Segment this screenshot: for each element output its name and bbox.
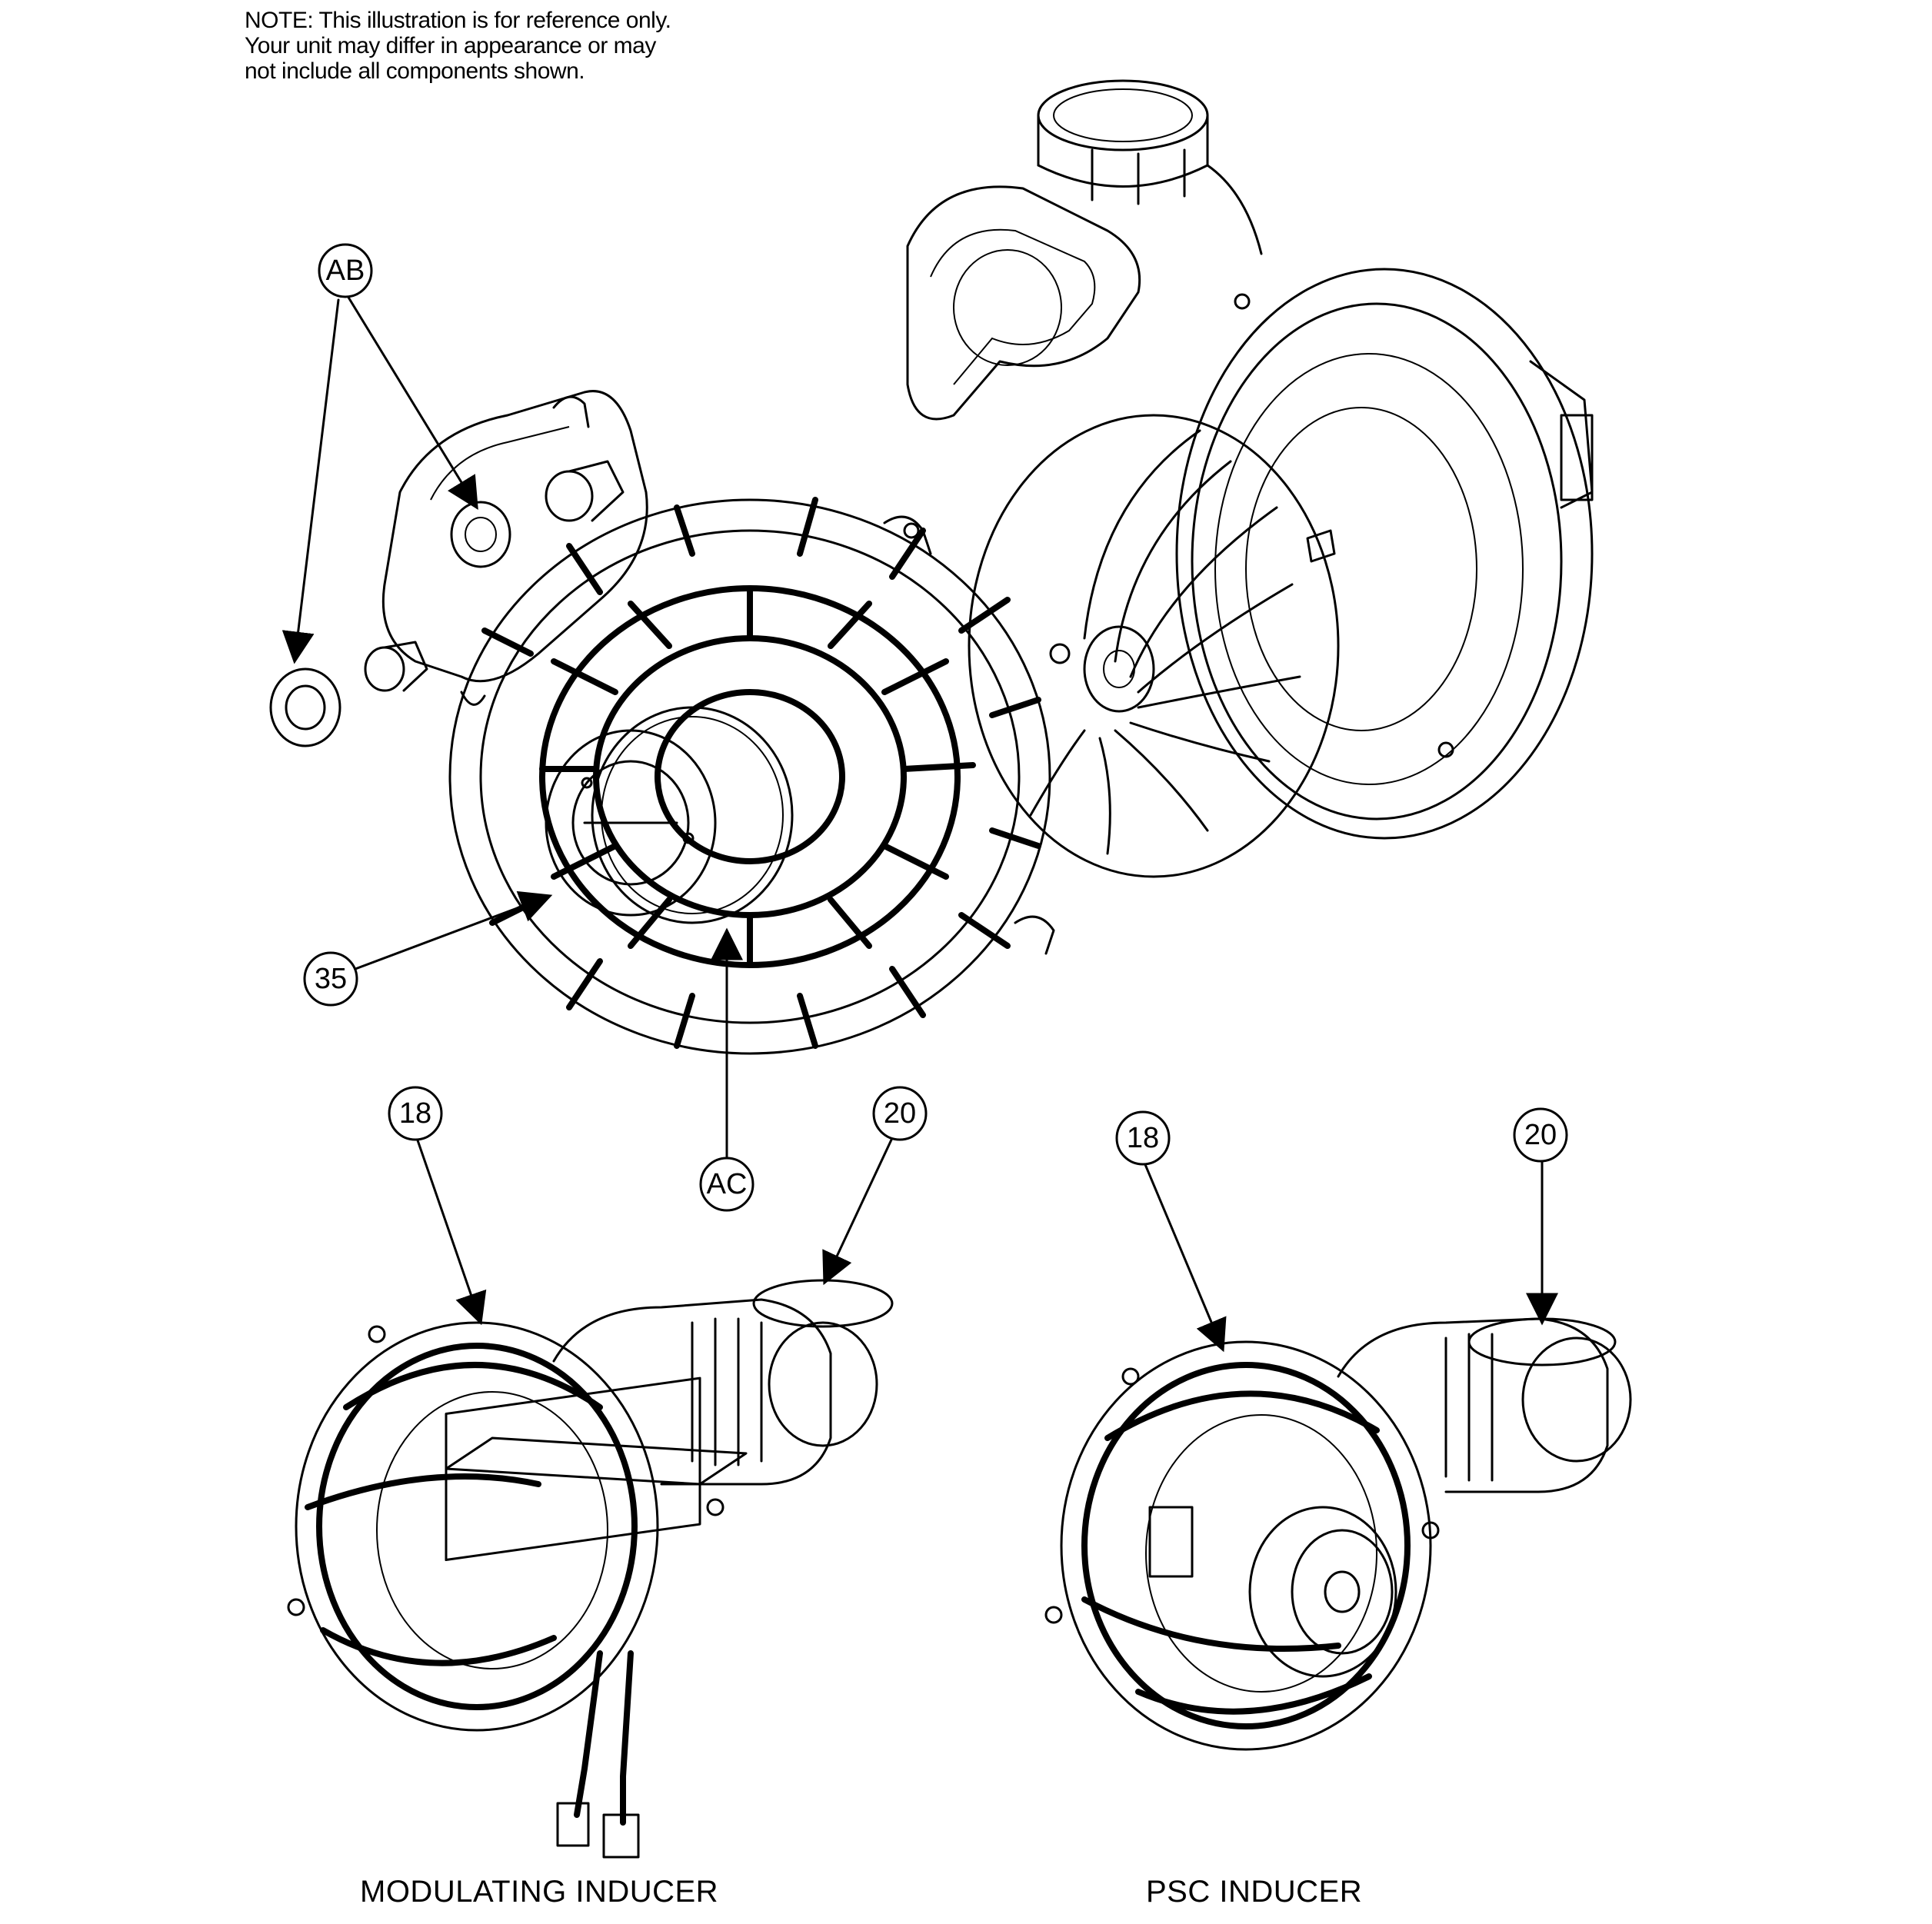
psc-inducer-drawing — [1044, 1317, 1632, 1751]
grommet — [269, 667, 341, 747]
exploded-inducer-assembly — [269, 79, 1594, 1055]
callout-psc-18: 18 — [1115, 1110, 1171, 1166]
mod-18-leader — [415, 1137, 487, 1326]
svg-text:18: 18 — [399, 1097, 431, 1130]
callout-35: 35 — [303, 951, 358, 1007]
svg-text:AB: AB — [326, 255, 365, 287]
callout-ab: AB — [318, 243, 373, 298]
mod-20-leader — [822, 1137, 894, 1286]
modulating-inducer-caption: MODULATING INDUCER — [360, 1875, 719, 1909]
callout-mod-18: 18 — [388, 1086, 443, 1141]
reference-note: NOTE: This illustration is for reference… — [245, 8, 671, 84]
ab-leader-2 — [346, 295, 478, 510]
35-leader — [354, 890, 553, 970]
svg-text:20: 20 — [884, 1097, 916, 1130]
svg-text:18: 18 — [1127, 1122, 1159, 1154]
psc-18-leader — [1143, 1161, 1227, 1353]
callout-mod-20: 20 — [872, 1086, 928, 1141]
svg-text:AC: AC — [707, 1168, 748, 1200]
front-cover — [448, 497, 1055, 1055]
gasket — [591, 706, 794, 924]
callout-ac: AC — [699, 1157, 754, 1212]
modulating-inducer-drawing — [287, 1279, 894, 1859]
svg-text:20: 20 — [1524, 1119, 1557, 1151]
ab-leader-1 — [281, 298, 340, 664]
svg-text:35: 35 — [315, 963, 347, 995]
callout-psc-20: 20 — [1513, 1107, 1568, 1163]
collector-housing — [364, 390, 648, 706]
rear-housing — [906, 79, 1594, 840]
impeller-wheel — [968, 414, 1340, 878]
psc-inducer-caption: PSC INDUCER — [1146, 1875, 1363, 1909]
